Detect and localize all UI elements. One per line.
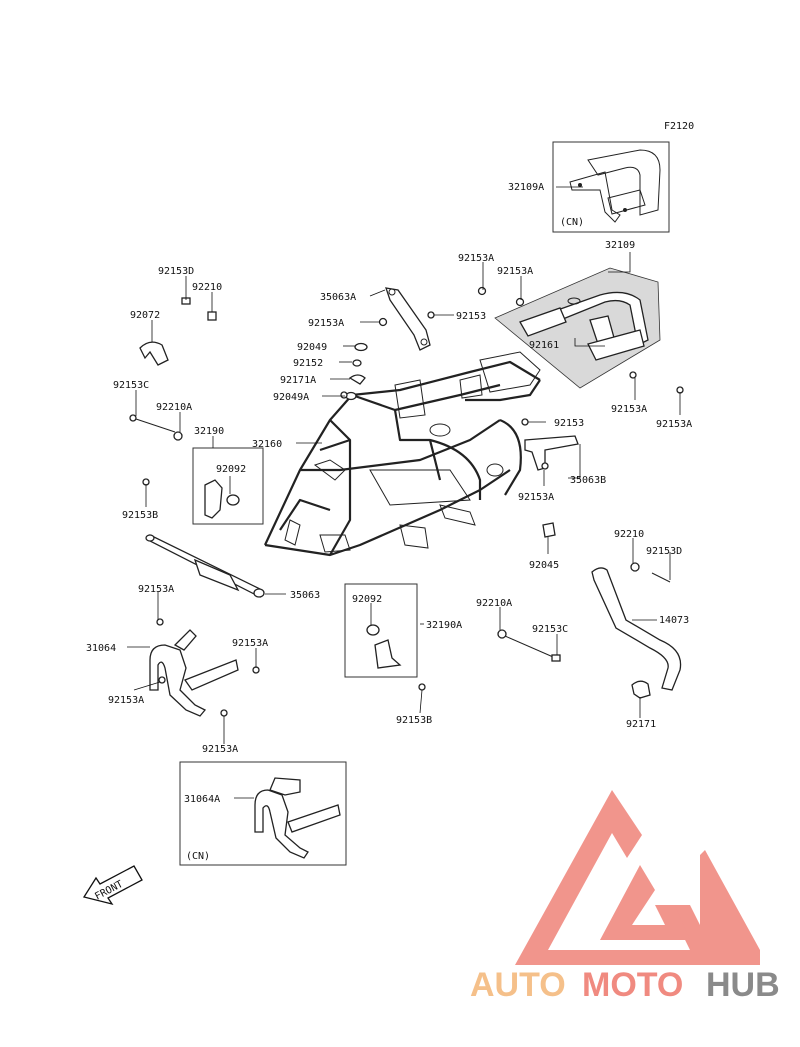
label-35063: 35063	[290, 590, 320, 601]
mount-32190a	[366, 624, 402, 669]
label-32190a: 32190A	[426, 620, 462, 631]
label-92153d-1: 92153D	[158, 266, 194, 277]
label-92153a-2: 92153A	[497, 266, 533, 277]
label-92153a-3: 92153A	[308, 318, 344, 329]
rod-35063	[145, 534, 265, 598]
leader-lines	[127, 186, 681, 799]
label-92092-2: 92092	[352, 594, 382, 605]
label-31064a: 31064A	[184, 794, 220, 805]
main-frame	[264, 351, 541, 557]
rear-carrier-variant	[569, 149, 661, 223]
rear-carrier	[519, 291, 649, 361]
box-32190a	[344, 583, 418, 678]
label-92153a-10: 92153A	[202, 744, 238, 755]
label-92045: 92045	[529, 560, 559, 571]
label-32109a: 32109A	[508, 182, 544, 193]
label-92049: 92049	[297, 342, 327, 353]
label-14073: 14073	[659, 615, 689, 626]
label-92210-2: 92210	[614, 529, 644, 540]
box-32190	[192, 447, 264, 525]
variant-box-rear-carrier	[552, 141, 670, 233]
hose-14073	[591, 567, 682, 691]
label-92153d-2: 92153D	[646, 546, 682, 557]
front-guard	[149, 629, 239, 717]
label-92171a: 92171A	[280, 375, 316, 386]
bracket-35063b	[524, 435, 579, 471]
brand-moto: MOTO	[582, 966, 683, 1004]
bracket-35063a	[385, 287, 431, 351]
label-32190: 32190	[194, 426, 224, 437]
label-92153-2: 92153	[554, 418, 584, 429]
front-guard-variant	[254, 777, 341, 859]
label-92153c-1: 92153C	[113, 380, 149, 391]
hardware	[129, 286, 684, 717]
variant-box-front-guard	[179, 761, 347, 866]
label-92153a-1: 92153A	[458, 253, 494, 264]
label-35063a: 35063A	[320, 292, 356, 303]
label-92210a-2: 92210A	[476, 598, 512, 609]
watermark-logo	[515, 790, 760, 965]
label-92210-1: 92210	[192, 282, 222, 293]
label-92161: 92161	[529, 340, 559, 351]
brand-auto: AUTO	[470, 966, 566, 1004]
label-92210a-1: 92210A	[156, 402, 192, 413]
mount-32190	[204, 479, 240, 519]
label-92153a-7: 92153A	[138, 584, 174, 595]
label-92171: 92171	[626, 719, 656, 730]
label-92153a-6: 92153A	[518, 492, 554, 503]
label-92153a-4: 92153A	[611, 404, 647, 415]
label-92153a-5: 92153A	[656, 419, 692, 430]
label-92153a-9: 92153A	[108, 695, 144, 706]
part-labels: 32109A 32109 92153A 92153A 92153D 92210 …	[86, 182, 692, 805]
label-92049a: 92049A	[273, 392, 309, 403]
label-92153b-1: 92153B	[122, 510, 158, 521]
label-32109: 32109	[605, 240, 635, 251]
label-92072: 92072	[130, 310, 160, 321]
figure-code: F2120	[664, 121, 694, 132]
label-92152: 92152	[293, 358, 323, 369]
variant-note-top: (CN)	[560, 217, 584, 228]
label-92153b-2: 92153B	[396, 715, 432, 726]
front-arrow: FRONT	[82, 865, 143, 906]
label-31064: 31064	[86, 643, 116, 654]
label-92153a-8: 92153A	[232, 638, 268, 649]
label-35063b: 35063B	[570, 475, 606, 486]
brand-hub: HUB	[706, 966, 780, 1004]
label-92153-1: 92153	[456, 311, 486, 322]
label-92092-1: 92092	[216, 464, 246, 475]
watermark-text: AUTO MOTO HUB	[470, 966, 780, 1004]
label-92153c-2: 92153C	[532, 624, 568, 635]
variant-note-bottom: (CN)	[186, 851, 210, 862]
label-32160: 32160	[252, 439, 282, 450]
